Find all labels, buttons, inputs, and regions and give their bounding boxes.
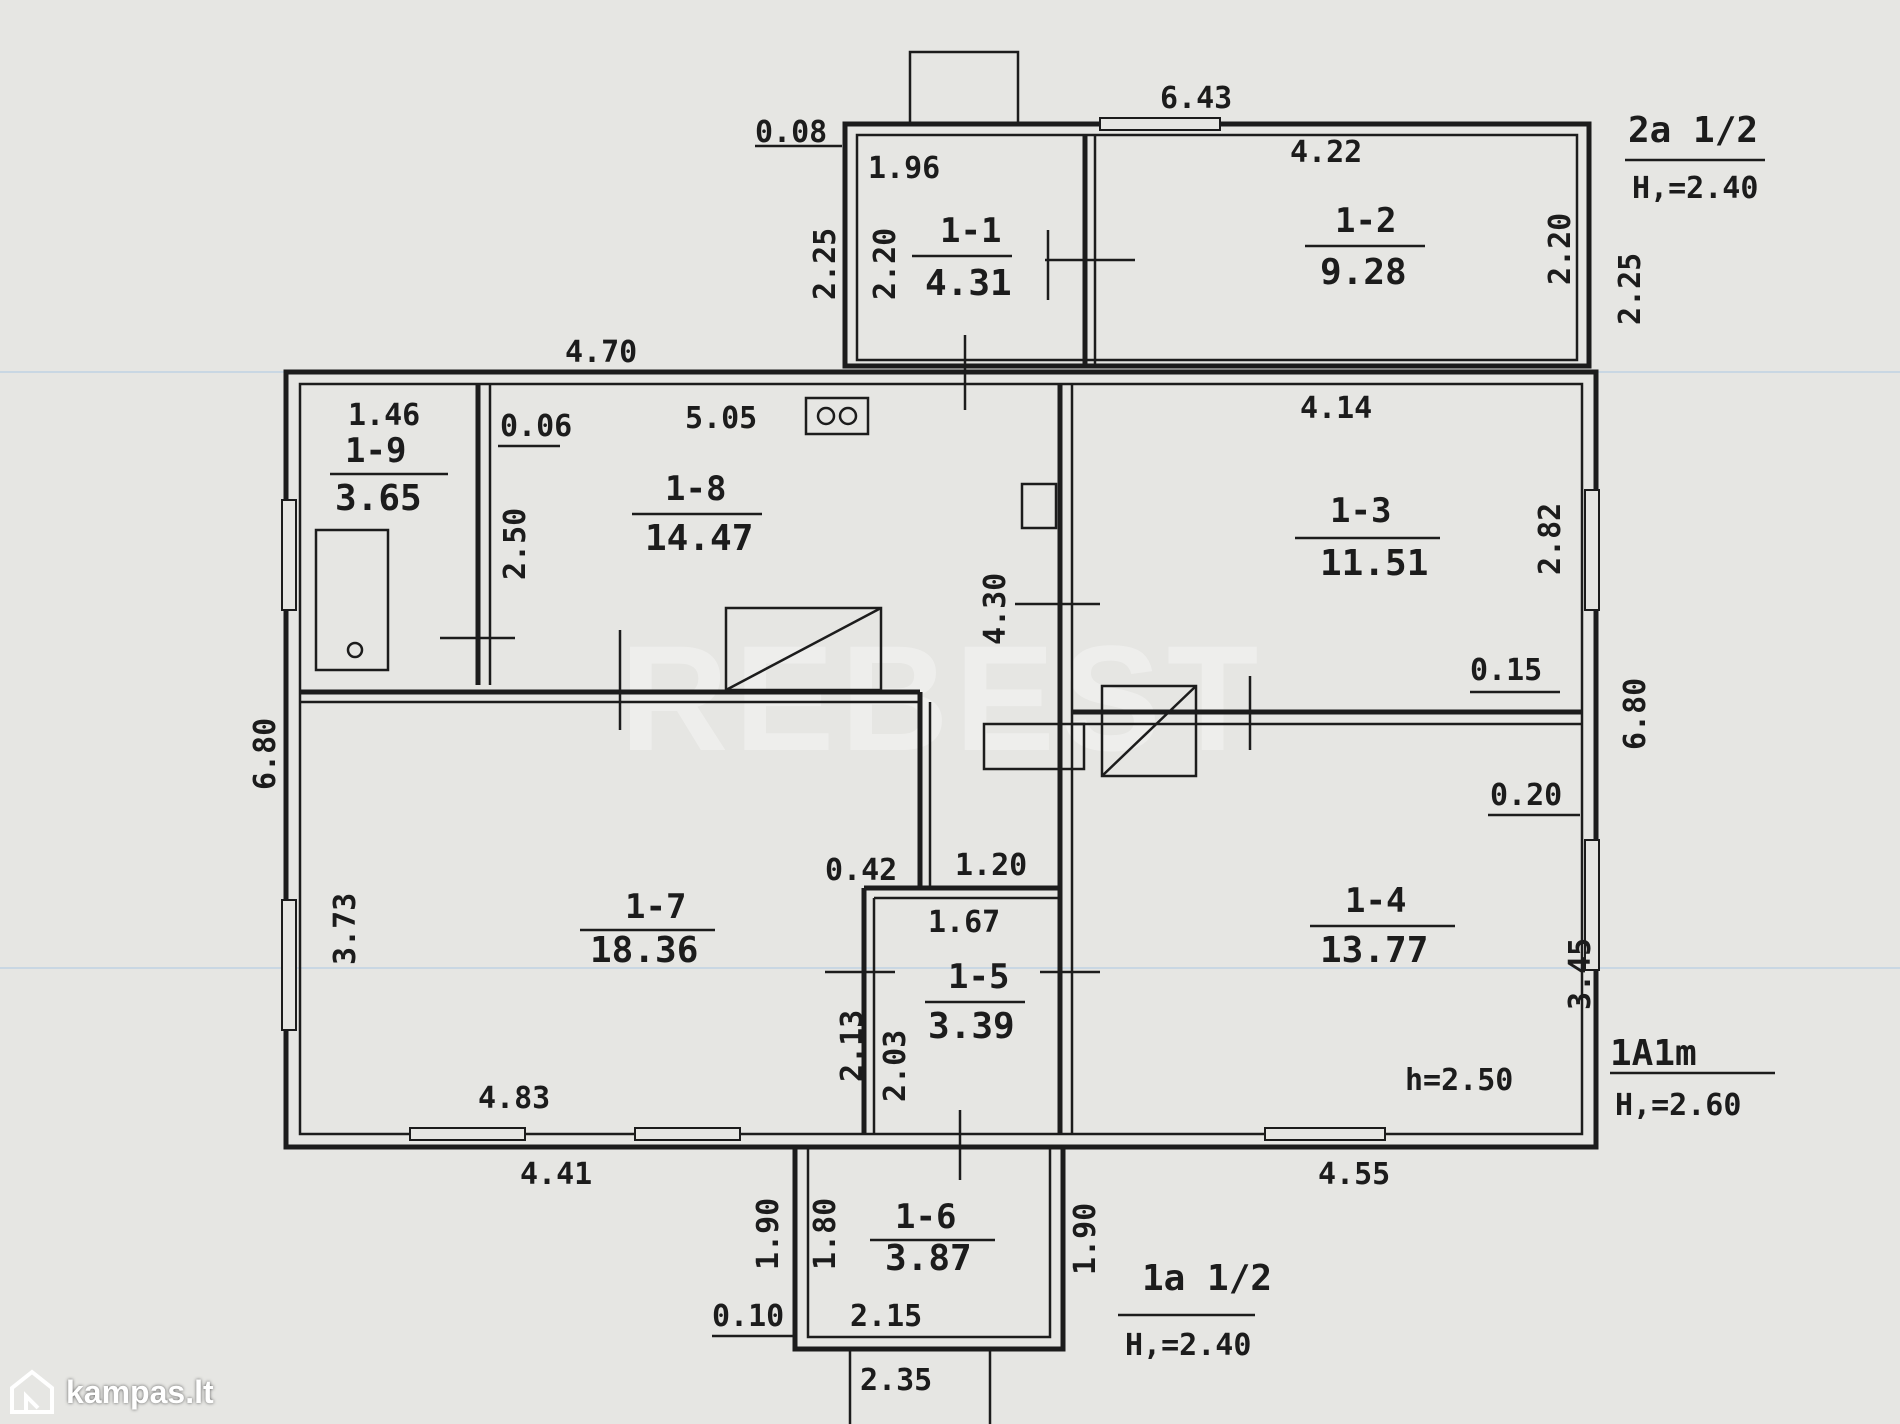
dimension-label: 0.06 bbox=[500, 409, 572, 444]
room-id: 1-8 bbox=[665, 469, 726, 509]
room-id: 1-4 bbox=[1345, 881, 1406, 921]
room-id: 1-1 bbox=[940, 211, 1001, 251]
dimension-label: 1.80 bbox=[808, 1198, 843, 1270]
upper-block-height: H,=2.40 bbox=[1632, 171, 1758, 206]
dimension-label: 2.25 bbox=[808, 228, 843, 300]
dimension-label: 6.43 bbox=[1160, 81, 1232, 116]
main-block-code: 1A1m bbox=[1610, 1033, 1697, 1074]
dimension-label: 0.20 bbox=[1490, 778, 1562, 813]
dimension-label: 1.90 bbox=[1068, 1203, 1103, 1275]
dimension-label: 0.10 bbox=[712, 1299, 784, 1334]
room-area: 9.28 bbox=[1320, 252, 1407, 293]
room-id: 1-2 bbox=[1335, 201, 1396, 241]
dimension-label: 2.15 bbox=[850, 1299, 922, 1334]
dimension-label: 4.83 bbox=[478, 1081, 550, 1116]
dimension-label: 4.41 bbox=[520, 1157, 592, 1192]
windows bbox=[281, 117, 1600, 1141]
fireplace-icon bbox=[982, 722, 1086, 771]
room-height: h=2.50 bbox=[1405, 1063, 1513, 1098]
dimension-label: 3.45 bbox=[1563, 938, 1598, 1010]
dimension-label: 2.50 bbox=[498, 508, 533, 580]
room-area: 3.39 bbox=[928, 1006, 1015, 1047]
dimension-label: 1.67 bbox=[928, 905, 1000, 940]
room-id: 1-5 bbox=[948, 957, 1009, 997]
dimension-label: 4.30 bbox=[978, 573, 1013, 645]
logo-text: kampas.lt bbox=[66, 1373, 214, 1410]
room-id: 1-9 bbox=[345, 431, 406, 471]
dimension-label: 2.20 bbox=[868, 228, 903, 300]
dimension-label: 2.35 bbox=[860, 1363, 932, 1398]
dimension-label: 0.15 bbox=[1470, 653, 1542, 688]
dimension-label: 2.13 bbox=[835, 1010, 870, 1082]
dimension-label: 4.22 bbox=[1290, 135, 1362, 170]
annotations: 2a 1/2 H,=2.40 1A1m H,=2.60 h=2.50 1a 1/… bbox=[1118, 110, 1775, 1363]
dimension-label: 6.80 bbox=[1618, 678, 1653, 750]
dimension-label: 5.05 bbox=[685, 401, 757, 436]
main-block-height: H,=2.60 bbox=[1615, 1088, 1741, 1123]
dimension-label: 4.55 bbox=[1318, 1157, 1390, 1192]
dimension-labels: 6.43 0.08 1.96 4.22 2.25 2.20 2.20 2.25 … bbox=[248, 81, 1653, 1398]
room-area: 14.47 bbox=[645, 518, 753, 559]
room-area: 3.87 bbox=[885, 1238, 972, 1279]
dimension-label: 4.14 bbox=[1300, 391, 1372, 426]
dimension-label: 2.03 bbox=[878, 1030, 913, 1102]
oven-icon bbox=[724, 606, 883, 692]
porch-code: 1a 1/2 bbox=[1142, 1258, 1272, 1299]
dimension-label: 6.80 bbox=[248, 718, 283, 790]
heater-icon bbox=[1100, 684, 1198, 778]
room-area: 18.36 bbox=[590, 930, 698, 971]
watermark: REBEST bbox=[620, 614, 1264, 782]
room-area: 3.65 bbox=[335, 478, 422, 519]
room-labels: 1-1 4.31 1-2 9.28 1-3 11.51 1-4 13.77 1-… bbox=[330, 201, 1455, 1279]
upper-block-code: 2a 1/2 bbox=[1628, 110, 1758, 151]
walls bbox=[283, 50, 1599, 1424]
room-area: 13.77 bbox=[1320, 930, 1428, 971]
room-id: 1-3 bbox=[1330, 491, 1391, 531]
dimension-label: 0.08 bbox=[755, 115, 827, 150]
kampas-logo[interactable]: kampas.lt bbox=[8, 1368, 214, 1416]
room-id: 1-6 bbox=[895, 1197, 956, 1237]
fixtures bbox=[314, 230, 1252, 1180]
stove-icon bbox=[804, 396, 870, 436]
dimension-label: 1.90 bbox=[751, 1198, 786, 1270]
dimension-label: 2.20 bbox=[1543, 213, 1578, 285]
house-icon bbox=[10, 1369, 54, 1414]
dimension-label: 3.73 bbox=[328, 893, 363, 965]
room-area: 11.51 bbox=[1320, 543, 1428, 584]
room-id: 1-7 bbox=[625, 887, 686, 927]
dimension-label: 1.46 bbox=[348, 398, 420, 433]
dimension-label: 4.70 bbox=[565, 335, 637, 370]
dimension-label: 0.42 bbox=[825, 853, 897, 888]
bathtub-icon bbox=[314, 528, 390, 672]
dimension-label: 1.96 bbox=[868, 151, 940, 186]
dimension-label: 2.25 bbox=[1613, 253, 1648, 325]
dimension-label: 2.82 bbox=[1533, 503, 1568, 575]
room-area: 4.31 bbox=[925, 263, 1012, 304]
dimension-label: 1.20 bbox=[955, 848, 1027, 883]
porch-height: H,=2.40 bbox=[1125, 1328, 1251, 1363]
